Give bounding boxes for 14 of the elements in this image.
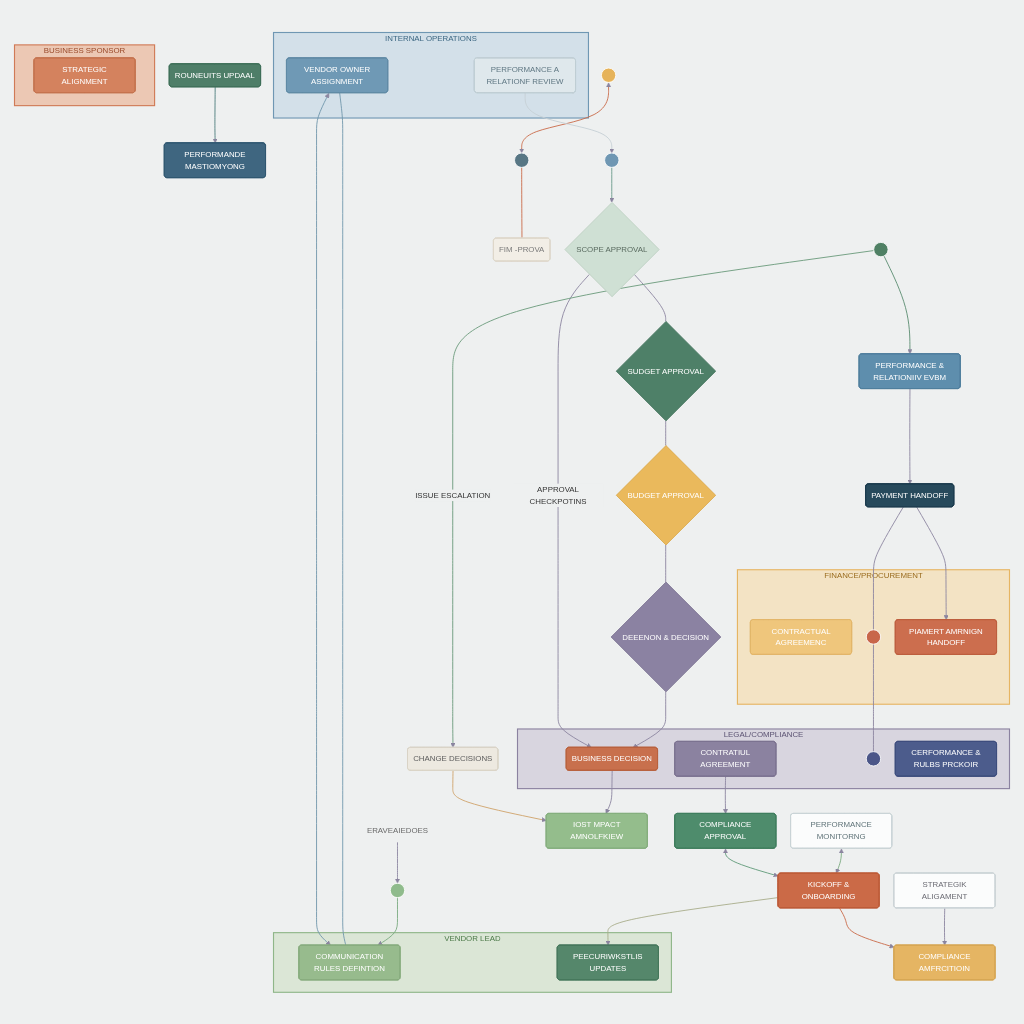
connector	[633, 273, 667, 322]
node-circle	[865, 750, 882, 766]
node-circle	[873, 241, 889, 257]
connector	[339, 92, 347, 946]
connector	[665, 420, 667, 446]
node-circle	[389, 882, 406, 898]
node-circle	[601, 67, 617, 83]
node-circle	[604, 152, 620, 168]
connector	[521, 166, 523, 239]
connector	[873, 643, 874, 752]
node-circle	[865, 628, 882, 645]
connector	[873, 506, 904, 630]
connector	[665, 544, 667, 583]
node-circle	[514, 152, 530, 168]
